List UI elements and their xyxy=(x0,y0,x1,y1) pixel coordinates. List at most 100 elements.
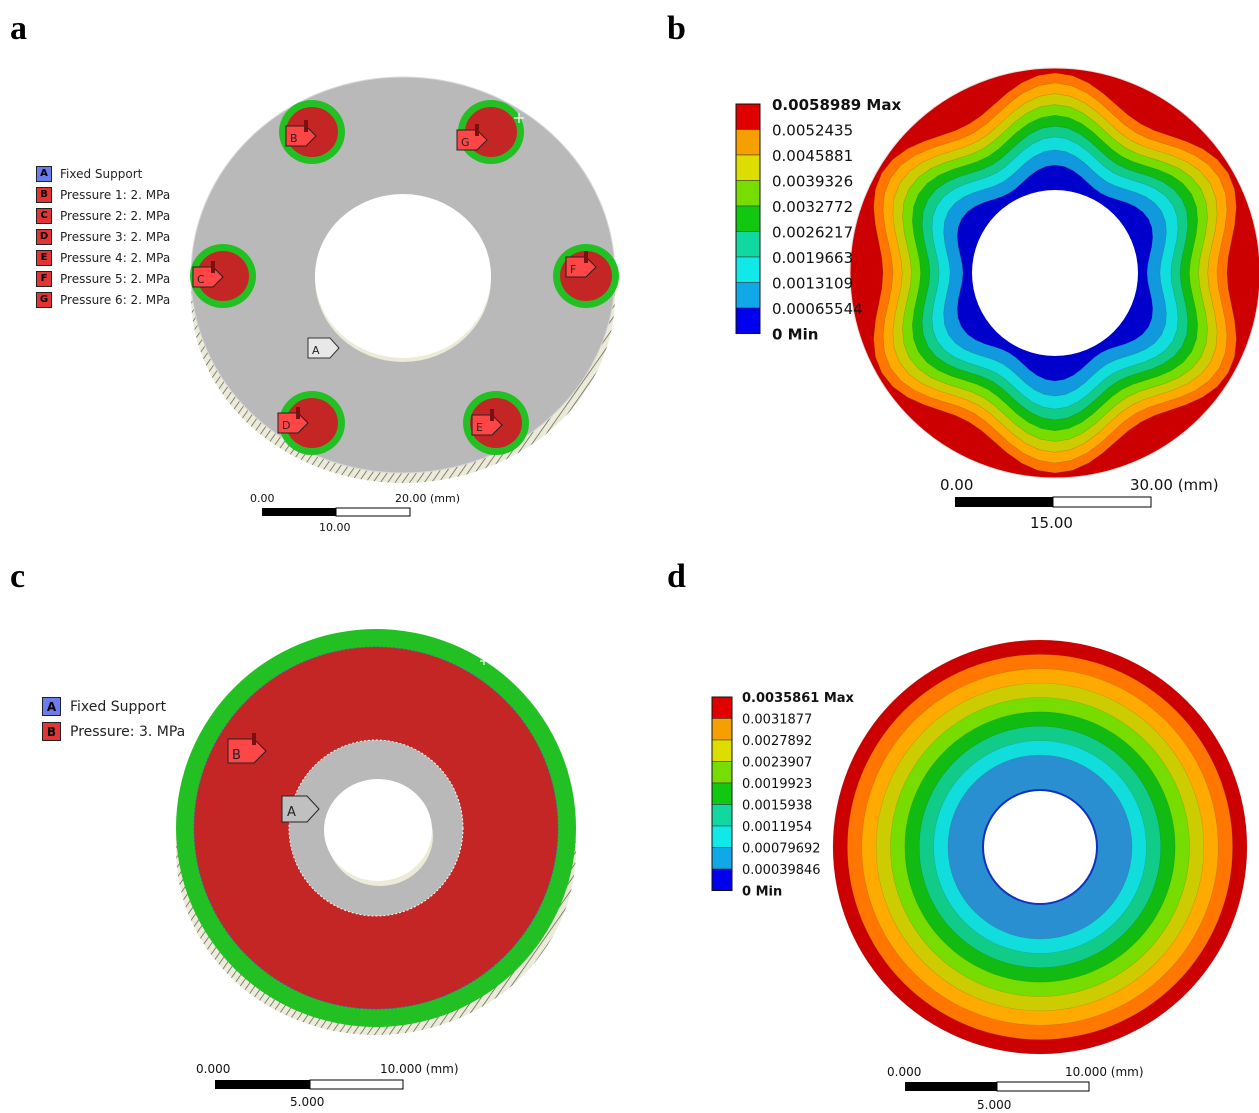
deformation-contour-d xyxy=(832,639,1248,1055)
a-legend-label: Pressure 1: 2. MPa xyxy=(60,187,171,202)
c-legend-badge: A xyxy=(42,697,61,716)
colorbar-label: 0.0031877 xyxy=(742,713,812,728)
annular-plate-model-a xyxy=(190,76,616,483)
colorbar-swatch xyxy=(735,154,761,181)
load-tag-g: G xyxy=(456,124,488,151)
scale-bar-c: 0.000 10.000 (mm) 5.000 xyxy=(196,1062,459,1109)
colorbar-label: 0.0052435 xyxy=(772,122,853,140)
scale-d-mid: 5.000 xyxy=(977,1098,1011,1112)
colorbar-swatch xyxy=(735,307,761,334)
c-legend-item-a: A Fixed Support xyxy=(42,694,185,719)
scale-a-left: 0.00 xyxy=(250,492,275,505)
a-legend-label: Pressure 5: 2. MPa xyxy=(60,271,171,286)
colorbar-swatch xyxy=(711,761,733,784)
colorbar-label: 0.00039846 xyxy=(742,863,821,878)
a-legend-badge: A xyxy=(36,165,52,182)
panel-letter-c: c xyxy=(10,558,26,595)
pressure-area xyxy=(197,251,249,301)
colorbar-swatch xyxy=(735,103,761,130)
scale-a-mid: 10.00 xyxy=(319,521,351,534)
scale-c-right: 10.000 (mm) xyxy=(380,1062,459,1076)
a-legend-badge: D xyxy=(36,228,52,245)
load-tags-a: B G C F D E A xyxy=(192,120,597,436)
colorbar-swatch xyxy=(735,129,761,156)
panel-letter-a: a xyxy=(10,10,27,47)
a-legend-badge: C xyxy=(36,207,52,224)
colorbar-label: 0.0032772 xyxy=(772,198,853,216)
load-tags-c: BA xyxy=(227,733,320,823)
colorbar-swatch xyxy=(711,696,733,719)
a-legend-label: Pressure 4: 2. MPa xyxy=(60,250,171,265)
a-legend-label: Pressure 3: 2. MPa xyxy=(60,229,171,244)
center-hole xyxy=(315,194,491,358)
c-legend-item-b: B Pressure: 3. MPa xyxy=(42,719,185,744)
panel-letter-d: d xyxy=(667,558,686,595)
colorbar-d: 0.0035861 Max 0.0031877 0.0027892 0.0023907… xyxy=(711,691,855,900)
scale-bar-a: 0.00 20.00 (mm) 10.00 xyxy=(250,492,460,534)
deformation-contour-b xyxy=(849,67,1259,479)
colorbar-label: 0.0027892 xyxy=(742,734,812,749)
annular-plate-model-c xyxy=(176,629,576,1035)
a-legend-label: Pressure 6: 2. MPa xyxy=(60,292,171,307)
colorbar-label: 0.00065544 xyxy=(772,300,863,318)
scale-b-left: 0.00 xyxy=(940,476,973,494)
support-tag-c: A xyxy=(281,795,320,823)
panel-letter-b: b xyxy=(667,10,686,47)
c-legend-label: Fixed Support xyxy=(70,698,167,715)
colorbar-swatch xyxy=(711,868,733,891)
c-legend-badge: B xyxy=(42,722,61,741)
colorbar-swatch xyxy=(735,231,761,258)
colorbar-label: 0.0023907 xyxy=(742,756,812,771)
colorbar-swatch xyxy=(711,825,733,848)
scale-bar-d: 0.000 10.000 (mm) 5.000 xyxy=(887,1065,1144,1112)
load-tag-d: D xyxy=(277,407,309,434)
load-tag-c: C xyxy=(192,261,224,288)
colorbar-label: 0.0019923 xyxy=(742,777,812,792)
colorbar-swatch xyxy=(711,739,733,762)
a-legend-item-b: B Pressure 1: 2. MPa xyxy=(36,184,170,205)
colorbar-label: 0.0015938 xyxy=(742,799,812,814)
scale-b-right: 30.00 (mm) xyxy=(1130,476,1219,494)
colorbar-label: 0.0019663 xyxy=(772,249,853,267)
colorbar-b: 0.0058989 Max 0.0052435 0.0045881 0.0039326… xyxy=(735,96,901,344)
colorbar-label: 0 Min xyxy=(772,326,818,344)
load-tag-b-letter: B xyxy=(290,132,298,145)
scale-d-right: 10.000 (mm) xyxy=(1065,1065,1144,1079)
load-tag-e: E xyxy=(471,409,503,436)
a-legend-badge: G xyxy=(36,291,52,308)
load-tag-b: B xyxy=(285,120,317,147)
colorbar-label: 0 Min xyxy=(742,885,782,900)
support-tag-c-letter: A xyxy=(287,805,296,820)
center-hole-c xyxy=(324,779,432,881)
load-tag-g-letter: G xyxy=(461,136,470,149)
colorbar-swatch xyxy=(735,282,761,309)
center-hole-d xyxy=(982,789,1098,905)
colorbar-label: 0.00079692 xyxy=(742,842,821,857)
colorbar-label: 0.0045881 xyxy=(772,147,853,165)
support-tag-a: A xyxy=(307,337,340,359)
colorbar-label: 0.0039326 xyxy=(772,173,853,191)
load-tag-c-letter: C xyxy=(197,273,205,286)
colorbar-label: 0.0011954 xyxy=(742,820,812,835)
colorbar-swatch xyxy=(711,804,733,827)
scale-b-mid: 15.00 xyxy=(1030,514,1073,532)
load-tag-f-letter: F xyxy=(570,263,576,276)
load-tag-f: F xyxy=(565,251,597,278)
scale-a-right: 20.00 (mm) xyxy=(395,492,460,505)
colorbar-label: 0.0058989 Max xyxy=(772,96,901,114)
scale-d-left: 0.000 xyxy=(887,1065,921,1079)
colorbar-swatch xyxy=(711,847,733,870)
a-legend-item-g: G Pressure 6: 2. MPa xyxy=(36,289,170,310)
load-tag-d-letter: D xyxy=(282,419,290,432)
a-legend-item-d: D Pressure 3: 2. MPa xyxy=(36,226,170,247)
scale-c-left: 0.000 xyxy=(196,1062,230,1076)
a-legend-badge: B xyxy=(36,186,52,203)
colorbar-swatch xyxy=(735,256,761,283)
colorbar-swatch xyxy=(711,782,733,805)
colorbar-label: 0.0035861 Max xyxy=(742,691,855,706)
c-legend-label: Pressure: 3. MPa xyxy=(70,723,186,740)
